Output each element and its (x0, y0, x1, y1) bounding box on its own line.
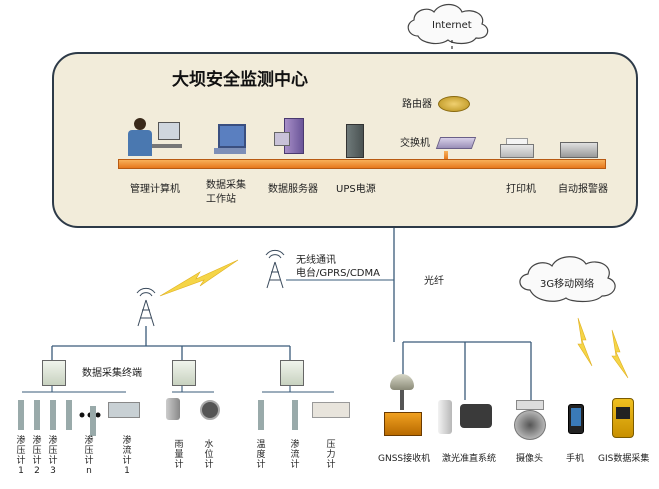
laser-alignment-icon (438, 398, 494, 438)
workstation-label-1: 数据采集 (206, 180, 246, 191)
rain-gauge-icon (166, 398, 180, 420)
db-server-icon (274, 118, 310, 158)
piezometer-icon (34, 400, 40, 430)
fiber-label: 光纤 (424, 276, 444, 287)
lan-bus (118, 159, 606, 169)
printer-icon (500, 138, 534, 158)
alarm-icon (560, 142, 598, 158)
phone-label: 手机 (566, 454, 585, 464)
db-server-label: 数据服务器 (268, 184, 318, 195)
gis-collector-icon (612, 398, 634, 438)
workstation-icon (212, 124, 248, 158)
wireless-bolt-icon (159, 259, 239, 297)
camera-icon (512, 400, 548, 440)
acquisition-terminal-icon (280, 360, 304, 386)
management-computer-icon (124, 118, 182, 160)
piezometer-icon (66, 400, 72, 430)
gnss-receiver-icon (384, 374, 422, 438)
acquisition-terminal-label: 数据采集终端 (82, 368, 142, 379)
lan-bus-right (444, 151, 448, 159)
phone-icon (568, 404, 584, 434)
alarm-label: 自动报警器 (558, 184, 608, 195)
router-icon (438, 96, 470, 112)
acquisition-terminal-icon (172, 360, 196, 386)
workstation-label-2: 工作站 (206, 194, 236, 205)
internet-cloud-icon (407, 3, 489, 45)
gnss-label: GNSS接收机 (378, 454, 431, 464)
ups-icon (346, 124, 364, 158)
sensor-label: 温度计 (256, 440, 266, 470)
thermometer-icon (258, 400, 264, 430)
gis-label: GIS数据采集 (598, 454, 650, 464)
sensor-label: 压力计 (326, 440, 336, 470)
camera-label: 摄像头 (516, 454, 544, 464)
acquisition-terminal-icon (42, 360, 66, 386)
sensor-label: 渗流计 (290, 440, 300, 470)
piezometer-icon (90, 406, 96, 436)
pressure-meter-icon (312, 402, 350, 418)
seepage-meter-icon (292, 400, 298, 430)
wireless-label-2: 电台/GPRS/CDMA (296, 268, 380, 279)
sensor-label: 渗压计1 (16, 436, 26, 476)
sensor-label: 渗流计1 (122, 436, 132, 476)
ups-label: UPS电源 (336, 184, 376, 195)
sensor-label: 雨量计 (174, 440, 184, 470)
laser-label: 激光准直系统 (442, 454, 497, 464)
seepage-meter-icon (108, 402, 140, 418)
3g-network-label: 3G移动网络 (540, 279, 595, 290)
sensor-label: 渗压计3 (48, 436, 58, 476)
internet-label: Internet (432, 20, 472, 31)
water-level-meter-icon (200, 400, 220, 420)
sensor-label: 渗压计n (84, 436, 94, 476)
piezometer-icon (50, 400, 56, 430)
printer-label: 打印机 (506, 184, 536, 195)
wireless-label-1: 无线通讯 (296, 255, 336, 266)
sensor-label: 水位计 (204, 440, 214, 470)
piezometer-icon (18, 400, 24, 430)
sensor-label: 渗压计2 (32, 436, 42, 476)
management-computer-label: 管理计算机 (130, 184, 180, 195)
center-title: 大坝安全监测中心 (172, 70, 308, 90)
switch-label: 交换机 (400, 138, 430, 149)
router-label: 路由器 (402, 99, 432, 110)
switch-icon (435, 137, 477, 149)
